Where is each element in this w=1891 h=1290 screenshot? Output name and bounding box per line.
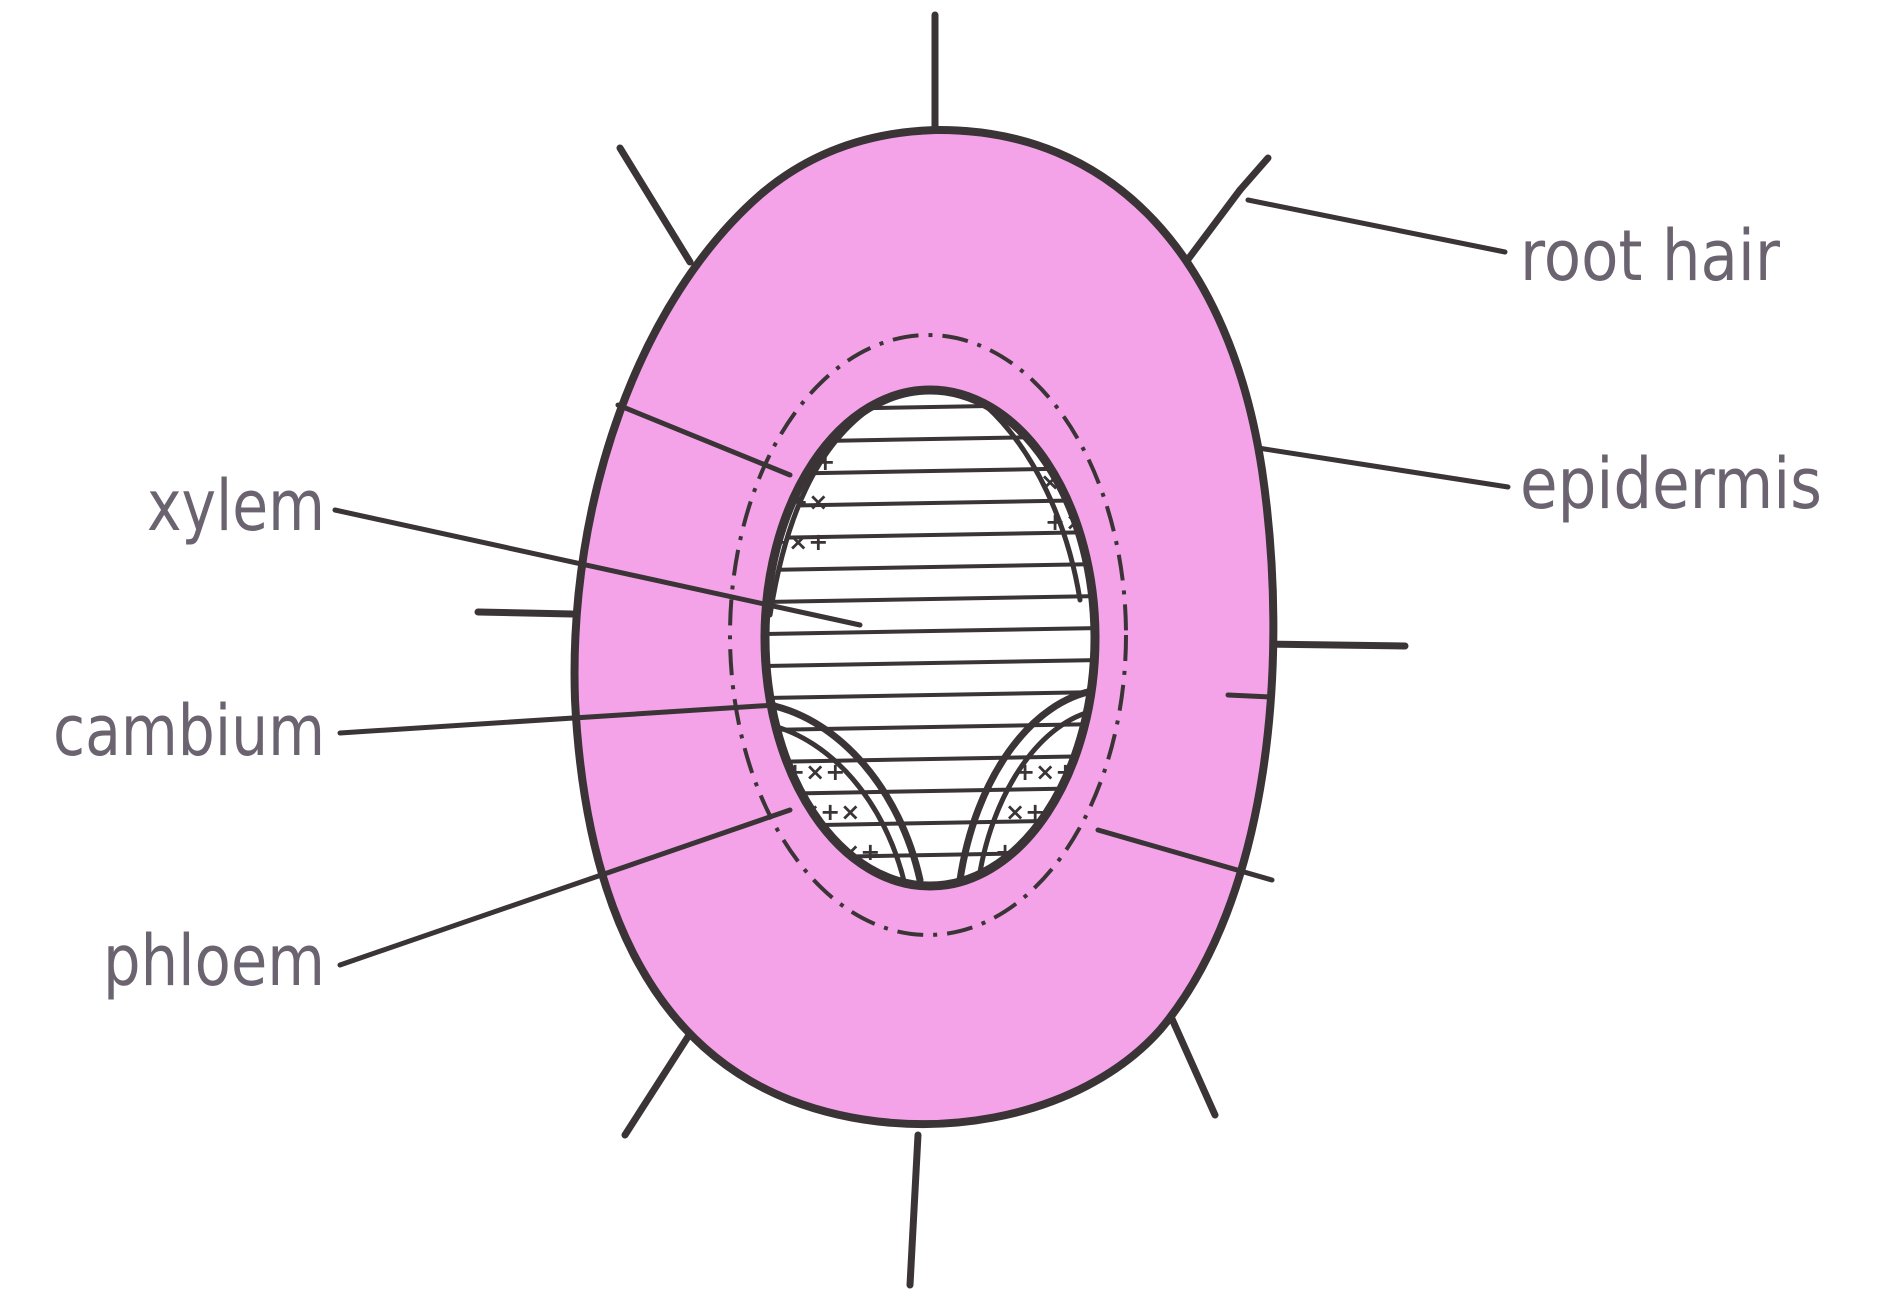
leader-right-stub-upper: [1228, 695, 1272, 697]
label-cambium: cambium: [53, 690, 325, 772]
root-hair-top-right-tip: [1240, 158, 1268, 190]
root-hair-top-left: [620, 148, 690, 262]
leader-root-hair: [1248, 200, 1505, 252]
label-phloem: phloem: [103, 920, 325, 1002]
label-xylem: xylem: [147, 465, 325, 547]
root-hair-bottom-right: [1168, 1010, 1215, 1115]
root-hair-right: [1265, 644, 1405, 646]
leader-epidermis: [1258, 448, 1508, 487]
label-root-hair: root hair: [1520, 215, 1780, 297]
root-hair-left: [478, 612, 572, 614]
root-hair-bottom: [910, 1135, 918, 1285]
label-epidermis: epidermis: [1520, 443, 1822, 525]
